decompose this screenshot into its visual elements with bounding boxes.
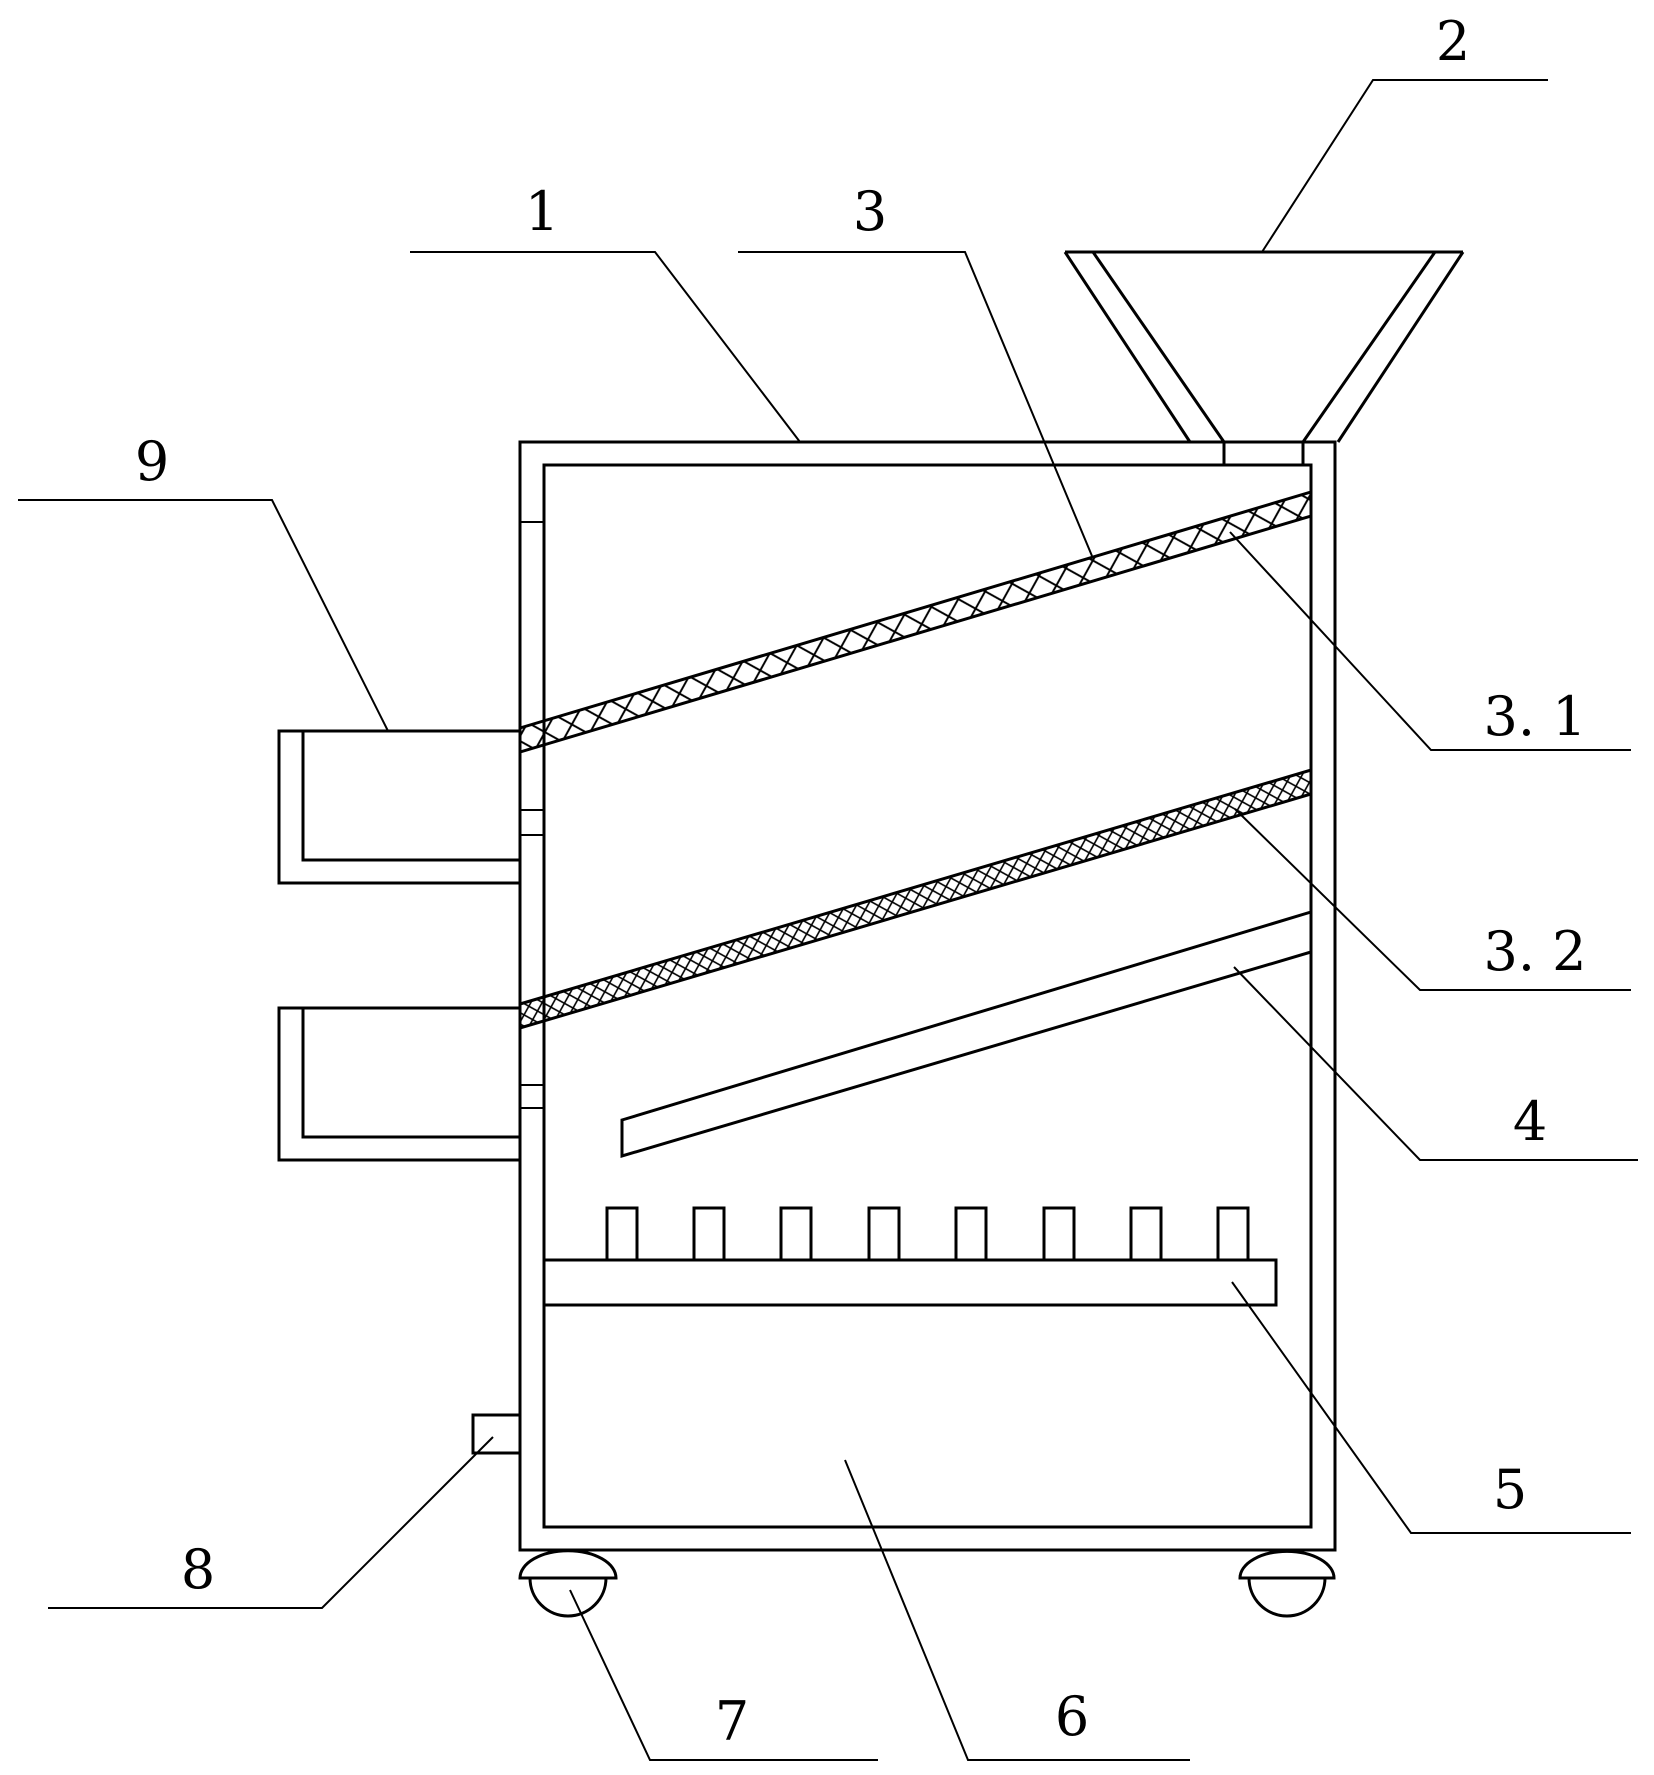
label-1: 1 [525, 180, 559, 243]
leader-lines [18, 79, 1638, 1761]
lower-drawer [277, 1006, 520, 1162]
guide-plate [620, 909, 1313, 1159]
label-8: 8 [181, 1538, 215, 1601]
platform-posts [605, 1206, 1250, 1262]
upper-drawer [277, 729, 520, 885]
support-platform [542, 1258, 1278, 1307]
wheel-left [518, 1549, 618, 1618]
label-4: 4 [1513, 1090, 1547, 1153]
label-3-2: 3. 2 [1483, 920, 1586, 983]
lower-sieve-screen [518, 767, 1313, 1031]
label-2: 2 [1436, 10, 1470, 73]
wall-slots [520, 521, 544, 1109]
feed-hopper [1063, 250, 1465, 443]
label-3-1: 3. 1 [1483, 685, 1586, 748]
label-5: 5 [1493, 1458, 1527, 1521]
label-9: 9 [135, 430, 169, 493]
inlet-neck [1222, 442, 1305, 465]
label-3: 3 [853, 180, 887, 243]
label-6: 6 [1055, 1685, 1089, 1748]
label-7: 7 [715, 1690, 749, 1753]
outlet-valve [471, 1413, 522, 1455]
wheel-right [1238, 1549, 1336, 1618]
upper-sieve-screen [518, 489, 1313, 755]
